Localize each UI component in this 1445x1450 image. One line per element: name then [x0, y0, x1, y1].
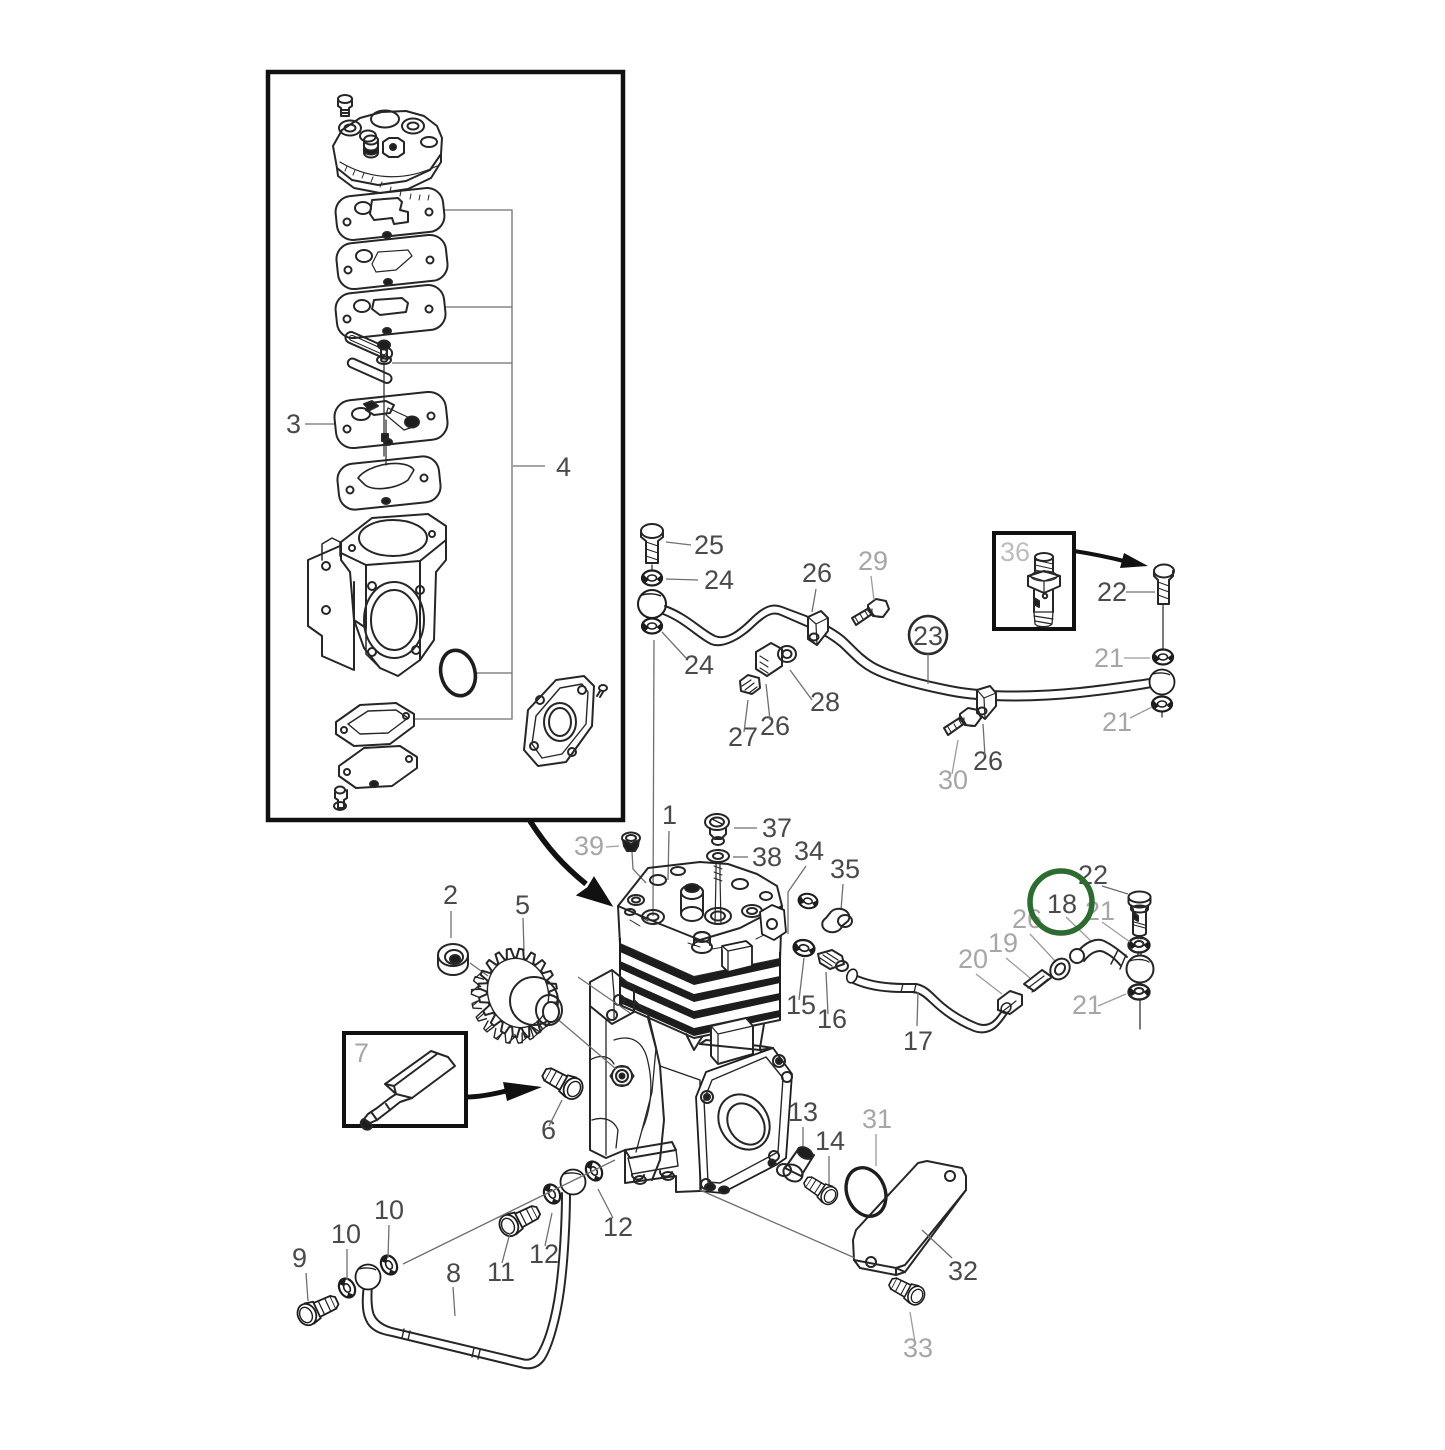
svg-text:19: 19	[988, 928, 1018, 958]
svg-text:15: 15	[786, 990, 816, 1020]
svg-text:21: 21	[1102, 707, 1132, 737]
svg-text:28: 28	[810, 687, 840, 717]
svg-text:14: 14	[815, 1126, 845, 1156]
svg-text:24: 24	[684, 650, 714, 680]
svg-text:21: 21	[1072, 990, 1102, 1020]
svg-text:2: 2	[443, 880, 458, 910]
svg-text:26: 26	[802, 558, 832, 588]
svg-text:12: 12	[603, 1212, 633, 1242]
svg-text:9: 9	[292, 1243, 307, 1273]
svg-text:13: 13	[788, 1097, 818, 1127]
svg-text:29: 29	[858, 546, 888, 576]
svg-text:10: 10	[331, 1219, 361, 1249]
svg-text:22: 22	[1078, 860, 1108, 890]
svg-text:34: 34	[794, 836, 824, 866]
svg-text:4: 4	[556, 452, 571, 482]
svg-text:21: 21	[1094, 643, 1124, 673]
svg-text:18: 18	[1047, 889, 1077, 919]
svg-text:3: 3	[286, 409, 301, 439]
svg-text:7: 7	[354, 1038, 369, 1068]
svg-text:22: 22	[1097, 577, 1127, 607]
svg-text:24: 24	[704, 565, 734, 595]
svg-text:37: 37	[762, 813, 792, 843]
svg-text:32: 32	[948, 1256, 978, 1286]
svg-text:17: 17	[903, 1026, 933, 1056]
svg-text:8: 8	[446, 1258, 461, 1288]
svg-text:20: 20	[958, 944, 988, 974]
svg-text:16: 16	[817, 1004, 847, 1034]
svg-text:38: 38	[752, 842, 782, 872]
svg-text:31: 31	[862, 1104, 892, 1134]
svg-text:27: 27	[728, 722, 758, 752]
svg-text:1: 1	[662, 800, 677, 830]
svg-text:12: 12	[529, 1239, 559, 1269]
svg-text:36: 36	[1000, 537, 1030, 567]
svg-text:26: 26	[760, 711, 790, 741]
svg-text:10: 10	[374, 1195, 404, 1225]
svg-text:23: 23	[913, 621, 943, 651]
svg-text:6: 6	[541, 1115, 556, 1145]
svg-text:26: 26	[973, 746, 1003, 776]
svg-text:25: 25	[694, 530, 724, 560]
svg-text:35: 35	[830, 854, 860, 884]
svg-text:39: 39	[574, 831, 604, 861]
svg-text:5: 5	[515, 890, 530, 920]
svg-text:11: 11	[487, 1257, 515, 1287]
svg-text:33: 33	[903, 1333, 933, 1363]
